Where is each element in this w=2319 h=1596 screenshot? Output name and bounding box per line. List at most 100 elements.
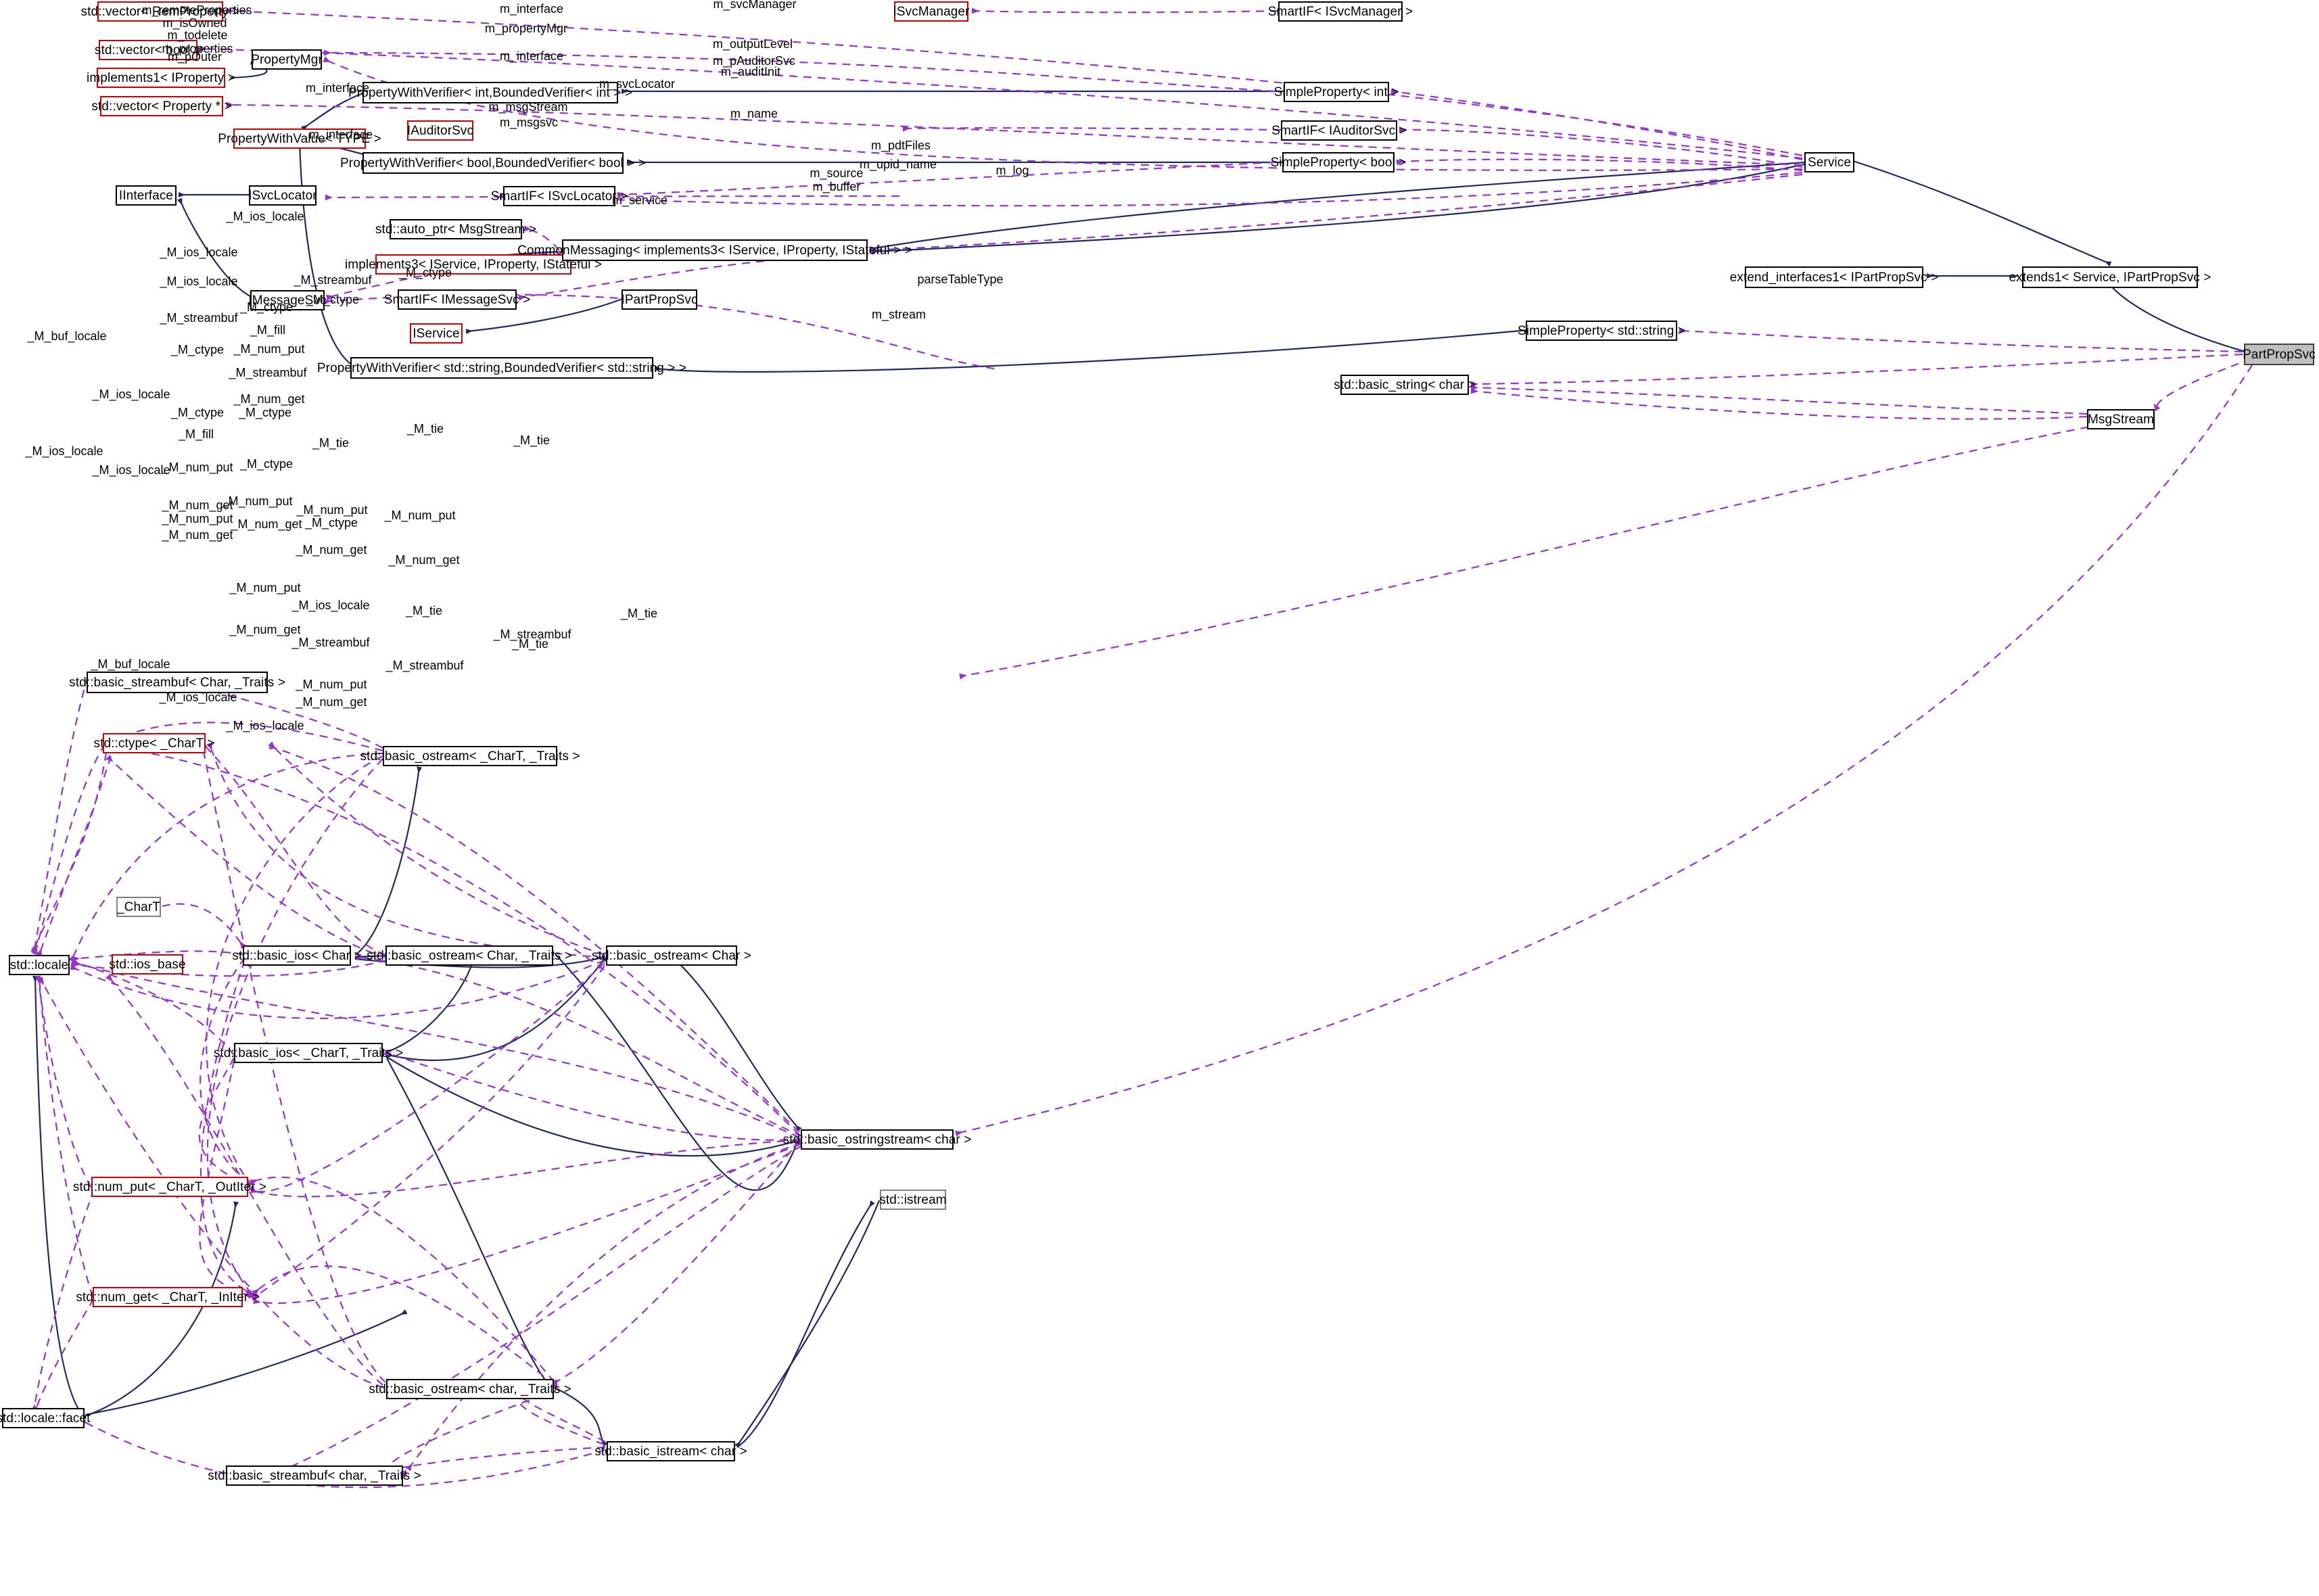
- class-node-isvcmanager[interactable]: ISvcManager: [893, 1, 969, 22]
- class-node-num_get[interactable]: std::num_get< _CharT, _InIter >: [76, 1287, 260, 1307]
- class-node-pwv_int[interactable]: PropertyWithVerifier< int,BoundedVerifie…: [348, 82, 632, 103]
- edge-label: _M_num_get: [296, 542, 367, 557]
- class-node-ostream_char[interactable]: std::basic_ostream< Char >: [592, 945, 751, 966]
- edge-label: m_name: [730, 106, 778, 120]
- edge-label: _M_streambuf: [291, 635, 370, 649]
- class-node-istream_char[interactable]: std::basic_istream< char >: [594, 1441, 747, 1461]
- edge-label: _M_ios_locale: [159, 690, 237, 704]
- class-node-commonmessaging[interactable]: CommonMessaging< implements3< IService, …: [517, 239, 912, 261]
- class-node-streambuf_lc[interactable]: std::basic_streambuf< char, _Traits >: [208, 1465, 421, 1486]
- class-node-vec_bool[interactable]: std::vector< bool >: [95, 40, 202, 60]
- edge-label: _M_streambuf: [160, 310, 238, 325]
- edge-label: _M_tie: [405, 603, 443, 617]
- edge-label: m_svcManager: [713, 0, 797, 11]
- edge-label: _M_fill: [250, 323, 286, 337]
- class-node-smartif_isvcloc[interactable]: SmartIF< ISvcLocator >: [491, 186, 628, 206]
- class-node-pwv_string[interactable]: PropertyWithVerifier< std::string,Bounde…: [317, 357, 686, 379]
- class-node-ostream_char_tr[interactable]: std::basic_ostream< Char, _Traits >: [367, 945, 572, 966]
- edge-label: _M_streambuf: [229, 365, 307, 379]
- class-node-ctype_chart[interactable]: std::ctype< _CharT >: [93, 733, 214, 753]
- class-node-basic_ios_ct[interactable]: std::basic_ios< _CharT, _Traits >: [214, 1043, 403, 1063]
- edge-label: _M_ios_locale: [291, 598, 370, 612]
- edge-label: _M_ctype: [170, 405, 225, 419]
- class-node-autoptr_msgstream[interactable]: std::auto_ptr< MsgStream >: [375, 219, 536, 239]
- edge-label: m_interface: [499, 49, 564, 63]
- class-node-vec_property_ptr[interactable]: std::vector< Property * >: [91, 96, 232, 116]
- class-node-locale_facet[interactable]: std::locale::facet: [0, 1408, 90, 1428]
- class-node-vec_remproperty[interactable]: std::vector< RemProperty >: [81, 1, 239, 22]
- class-node-service[interactable]: Service: [1804, 152, 1854, 172]
- class-node-chart[interactable]: _CharT: [116, 897, 161, 917]
- edge-label: _M_num_get: [388, 553, 460, 567]
- class-node-ostream_lc_char_tr[interactable]: std::basic_ostream< char, _Traits >: [369, 1379, 571, 1399]
- edge-label: m_pOuter: [167, 49, 222, 64]
- class-node-simpleprop_int[interactable]: SimpleProperty< int >: [1274, 82, 1399, 102]
- class-node-extend_interfaces1[interactable]: extend_interfaces1< IPartPropSvc >: [1730, 266, 1938, 288]
- class-node-extends1[interactable]: extends1< Service, IPartPropSvc >: [2009, 266, 2211, 288]
- edge-label: _M_tie: [511, 636, 549, 651]
- edge-label: _M_num_put: [296, 677, 367, 691]
- class-node-ios_base[interactable]: std::ios_base: [109, 954, 186, 975]
- edge-label: _M_tie: [406, 421, 444, 436]
- edge-label: m_upid_name: [859, 157, 937, 171]
- class-node-implements3[interactable]: implements3< IService, IProperty, IState…: [345, 254, 602, 275]
- class-node-simpleprop_string[interactable]: SimpleProperty< std::string >: [1518, 321, 1685, 341]
- class-node-implements1[interactable]: implements1< IProperty >: [87, 68, 235, 88]
- class-node-smartif_iauditor[interactable]: SmartIF< IAuditorSvc >: [1271, 120, 1407, 141]
- edge-label: _M_tie: [312, 436, 350, 450]
- edge-label: _M_ctype: [306, 292, 360, 306]
- edge-label: _M_ctype: [304, 515, 358, 530]
- edge-label: m_msgStream: [488, 99, 568, 114]
- class-node-ostream_ct[interactable]: std::basic_ostream< _CharT, _Traits >: [360, 746, 580, 766]
- edge-label: _M_ios_locale: [226, 209, 304, 223]
- edge-label: _M_streambuf: [493, 627, 571, 641]
- class-node-partpropsvc[interactable]: PartPropSvc: [2243, 344, 2316, 365]
- class-node-basic_ios_char[interactable]: std::basic_ios< Char >: [232, 945, 362, 966]
- edge-label: _M_num_put: [233, 342, 305, 356]
- edge-label: parseTableType: [917, 272, 1004, 286]
- class-node-ipartpropsvc[interactable]: IPartPropSvc: [621, 289, 697, 310]
- class-node-pwv_type[interactable]: PropertyWithValue< TYPE >: [218, 128, 381, 149]
- class-node-iauditorsvc[interactable]: IAuditorSvc: [407, 120, 473, 141]
- class-node-num_put[interactable]: std::num_put< _CharT, _OutIter >: [73, 1177, 266, 1197]
- class-node-pwv_bool[interactable]: PropertyWithVerifier< bool,BoundedVerifi…: [340, 152, 646, 174]
- class-node-iinterface[interactable]: IInterface: [116, 185, 177, 206]
- edge-label: _M_streambuf: [294, 273, 372, 287]
- class-node-smartif_imsgsvc[interactable]: SmartIF< IMessageSvc >: [384, 289, 530, 310]
- edge-label: _M_ctype: [170, 342, 225, 356]
- edge-label: _M_num_get: [162, 527, 233, 542]
- class-node-istream[interactable]: std::istream: [879, 1190, 947, 1210]
- class-node-smartif_isvcmgr[interactable]: SmartIF< ISvcManager >: [1268, 1, 1413, 22]
- class-node-locale[interactable]: std::locale: [9, 955, 70, 975]
- class-node-ostringstream_char[interactable]: std::basic_ostringstream< char >: [783, 1129, 971, 1150]
- class-node-imessagesvc[interactable]: IMessageSvc: [248, 290, 326, 310]
- edge-label: m_remoteProperties: [141, 3, 252, 17]
- edge-label: _M_buf_locale: [91, 657, 170, 671]
- edge-label: _M_streambuf: [385, 658, 464, 672]
- edge-label: m_pdtFiles: [870, 138, 931, 152]
- edge-label: _M_num_get: [229, 622, 301, 636]
- class-node-streambuf_ct[interactable]: std::basic_streambuf< Char, _Traits >: [69, 672, 285, 693]
- edge-label: _M_ios_locale: [226, 718, 304, 732]
- edge-label: m_stream: [871, 307, 927, 321]
- edge-label: m_pAuditorSvc: [712, 53, 796, 68]
- edge-label: m_interface: [305, 80, 370, 95]
- edge-label: _M_buf_locale: [27, 329, 107, 343]
- edge-label: _M_num_put: [384, 508, 456, 522]
- edge-label: _M_ctype: [398, 265, 452, 279]
- edge-label: _M_num_put: [296, 502, 368, 517]
- class-node-iservice[interactable]: IService: [410, 323, 463, 344]
- class-node-msgstream[interactable]: MsgStream: [2087, 409, 2155, 429]
- edge-label: _M_fill: [178, 427, 214, 441]
- class-node-basic_string_char[interactable]: std::basic_string< char >: [1334, 375, 1476, 395]
- class-node-propertymgr[interactable]: PropertyMgr: [251, 49, 323, 70]
- class-node-isvclocator[interactable]: ISvcLocator: [248, 185, 317, 206]
- edge-label: _M_num_get: [233, 392, 305, 406]
- class-node-simpleprop_bool[interactable]: SimpleProperty< bool >: [1271, 152, 1406, 172]
- edge-label: m_propertyMgr: [484, 21, 568, 35]
- edge-label: _M_tie: [513, 433, 551, 447]
- edge-label: _M_ios_locale: [160, 245, 238, 259]
- edge-label: _M_ctype: [239, 456, 294, 471]
